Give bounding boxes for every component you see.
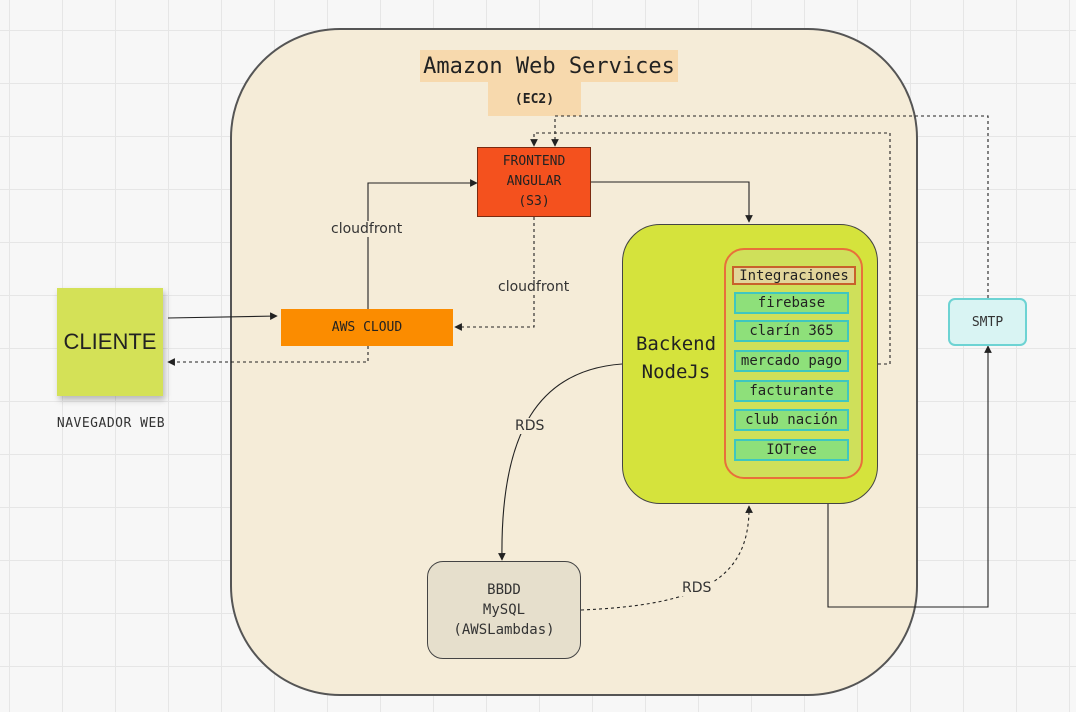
- edge-frontend-to-backend: [591, 181, 753, 223]
- smtp-node[interactable]: SMTP: [948, 298, 1027, 346]
- integracion-firebase[interactable]: firebase: [734, 292, 849, 314]
- integracion-club-nacion[interactable]: club nación: [734, 409, 849, 431]
- edge-awscloud-to-cliente: [167, 346, 369, 366]
- edge-backend-to-smtp: [827, 345, 992, 608]
- aws-title-text: Amazon Web Services: [423, 53, 675, 79]
- edge-bbdd-to-backend: [580, 505, 753, 611]
- frontend-line-2: ANGULAR: [506, 174, 562, 189]
- bbdd-line-2: MySQL: [482, 602, 526, 618]
- integracion-label: IOTree: [766, 442, 817, 458]
- cliente-label: CLIENTE: [63, 329, 157, 354]
- aws-title: Amazon Web Services: [420, 50, 678, 82]
- aws-subtitle-text: (EC2): [514, 91, 555, 107]
- smtp-label: SMTP: [971, 314, 1004, 330]
- aws-cloud-label: AWS CLOUD: [331, 320, 403, 335]
- backend-label: Backend NodeJs: [626, 330, 726, 386]
- frontend-line-3: (S3): [518, 194, 550, 209]
- integracion-label: mercado pago: [740, 353, 843, 369]
- integracion-clarin-365[interactable]: clarín 365: [734, 320, 849, 342]
- backend-line-2: NodeJs: [641, 361, 711, 383]
- aws-subtitle: (EC2): [488, 82, 581, 116]
- aws-cloud-node[interactable]: AWS CLOUD: [281, 309, 453, 346]
- integracion-label: clarín 365: [749, 323, 834, 339]
- integraciones-title: Integraciones: [732, 266, 856, 285]
- edge-awscloud-to-frontend: [367, 179, 478, 309]
- label-rds-left: RDS: [513, 418, 547, 434]
- label-cloudfront-top: cloudfront: [329, 221, 405, 237]
- label-cloudfront-mid: cloudfront: [496, 279, 572, 295]
- integraciones-title-text: Integraciones: [739, 267, 849, 284]
- bbdd-line-3: (AWSLambdas): [453, 622, 555, 638]
- integracion-iotree[interactable]: IOTree: [734, 439, 849, 461]
- integracion-facturante[interactable]: facturante: [734, 380, 849, 402]
- integracion-label: firebase: [757, 295, 826, 311]
- label-rds-right: RDS: [680, 580, 714, 596]
- edge-frontend-to-awscloud: [454, 217, 535, 331]
- integracion-mercado-pago[interactable]: mercado pago: [734, 350, 849, 372]
- bbdd-mysql-node[interactable]: BBDD MySQL (AWSLambdas): [427, 561, 581, 659]
- integracion-label: club nación: [745, 412, 838, 428]
- frontend-angular-node[interactable]: FRONTEND ANGULAR (S3): [477, 147, 591, 217]
- bbdd-line-1: BBDD: [487, 582, 521, 598]
- edge-cliente-to-awscloud: [167, 312, 278, 320]
- edge-smtp-to-frontend: [551, 115, 989, 298]
- cliente-sticky-note[interactable]: CLIENTE: [57, 288, 163, 396]
- backend-line-1: Backend: [635, 333, 717, 355]
- navegador-caption: NAVEGADOR WEB: [56, 416, 166, 431]
- frontend-line-1: FRONTEND: [502, 154, 566, 169]
- integracion-label: facturante: [749, 383, 834, 399]
- edge-backend-to-bbdd: [498, 363, 623, 561]
- edge-backend-to-frontend: [530, 132, 891, 365]
